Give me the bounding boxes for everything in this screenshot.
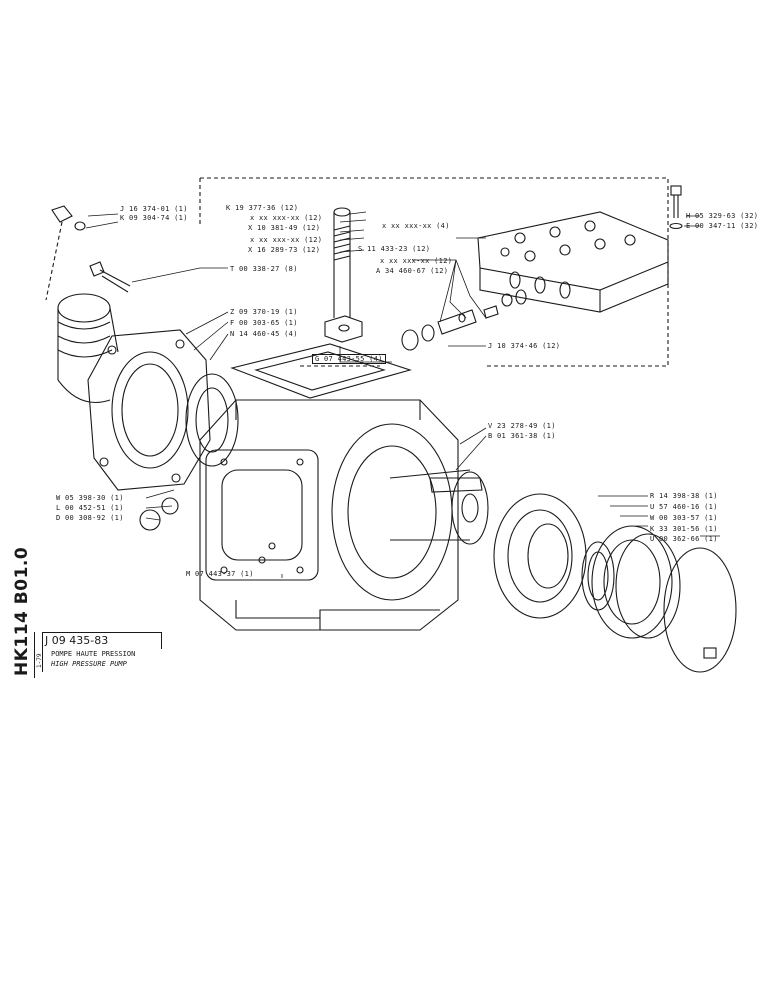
callout-l00452: L 00 452-51 (1) xyxy=(56,504,124,512)
leader-lines xyxy=(85,211,720,578)
callout-g07443: G 07 443-55 (4) xyxy=(312,354,386,364)
callout-xx4: x xx xxx-xx (4) xyxy=(382,222,450,230)
left-bearing xyxy=(185,373,239,467)
inlet-flange xyxy=(87,329,211,491)
callout-v23278: V 23 278-49 (1) xyxy=(488,422,556,430)
callout-r14398: R 14 398-38 (1) xyxy=(650,492,718,500)
callout-w05398: W 05 398-30 (1) xyxy=(56,494,124,502)
title-english: HIGH PRESSURE PUMP xyxy=(51,660,127,668)
callout-j10374: J 10 374-46 (12) xyxy=(488,342,561,350)
callout-k33301: K 33 301-56 (1) xyxy=(650,525,718,533)
callout-u57460: U 57 460-16 (1) xyxy=(650,503,718,511)
callout-z09370: Z 09 370-19 (1) xyxy=(230,308,298,316)
callout-e00347: E 00 347-11 (32) xyxy=(686,222,759,230)
callout-a34460: A 34 460-67 (12) xyxy=(376,267,449,275)
callout-x10381: X 10 381-49 (12) xyxy=(248,224,321,232)
cylinder-head xyxy=(477,211,669,313)
title-french: POMPE HAUTE PRESSION xyxy=(51,650,136,658)
drawing-code: HK114 B01.0 xyxy=(12,546,32,676)
reference-number: J 09 435-83 xyxy=(42,632,162,649)
callout-xx12b: x xx xxx-xx (12) xyxy=(250,236,323,244)
callout-u00362: U 00 362-66 (1) xyxy=(650,535,718,543)
callout-s11433: S 11 433-23 (12) xyxy=(358,245,431,253)
callout-xx12a: x xx xxx-xx (12) xyxy=(250,214,323,222)
valve-parts-row xyxy=(401,289,527,351)
callout-x16289: X 16 289-73 (12) xyxy=(248,246,321,254)
callout-h05329: H 05 329-63 (32) xyxy=(686,212,759,220)
inlet-elbow xyxy=(57,293,119,404)
callout-j16374: J 16 374-01 (1) xyxy=(120,205,188,213)
callout-m07443: M 07 443-37 (1) xyxy=(186,570,254,578)
callout-d00308: D 00 308-92 (1) xyxy=(56,514,124,522)
spacer-rings xyxy=(581,525,737,673)
callout-k19377: K 19 377-36 (12) xyxy=(226,204,299,212)
callout-k09304: K 09 304-74 (1) xyxy=(120,214,188,222)
plug-fitting xyxy=(51,205,86,231)
callout-t00338: T 00 338-27 (8) xyxy=(230,265,298,273)
flange-bolt xyxy=(89,261,131,293)
right-bearing xyxy=(493,493,587,619)
callout-w00303: W 00 303-57 (1) xyxy=(650,514,718,522)
valve-stem xyxy=(324,207,363,343)
pump-housing xyxy=(199,399,459,631)
head-bolt xyxy=(669,185,683,230)
callout-b01361: B 01 361-38 (1) xyxy=(488,432,556,440)
drive-shaft xyxy=(389,469,489,545)
title-block: POMPE HAUTE PRESSION HIGH PRESSURE PUMP xyxy=(42,648,203,672)
title-divider xyxy=(34,632,35,678)
callout-xx12c: x xx xxx-xx (12) xyxy=(380,257,453,265)
callout-f00303: F 00 303-65 (1) xyxy=(230,319,298,327)
callout-n14460: N 14 460-45 (4) xyxy=(230,330,298,338)
gasket-plate xyxy=(230,343,412,399)
drain-plug xyxy=(139,497,179,531)
